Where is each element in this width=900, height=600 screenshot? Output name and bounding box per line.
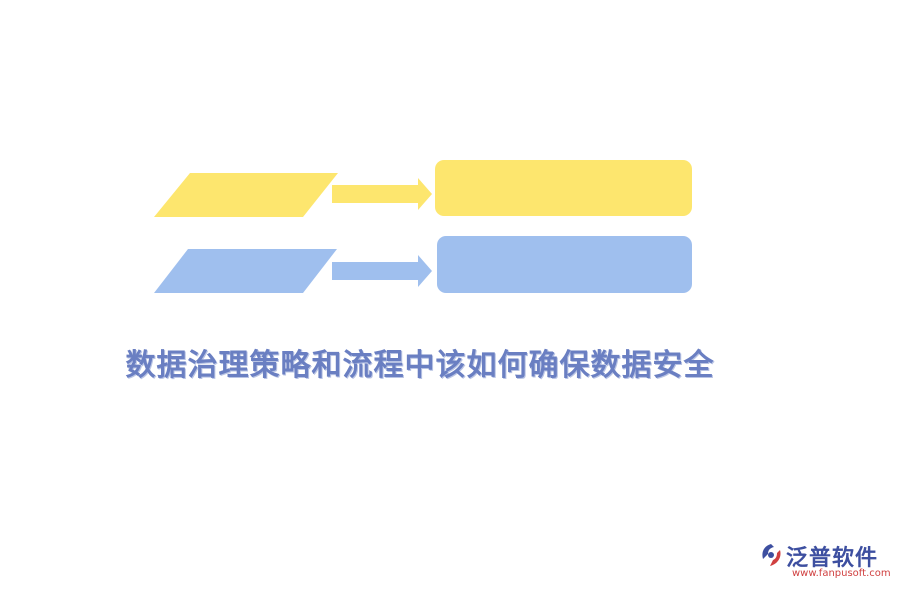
- blue-arrow: [332, 255, 432, 287]
- fanpu-logo-icon: [762, 544, 781, 566]
- logo: 泛普软件 www.fanpusoft.com: [758, 540, 891, 584]
- blue-box: [437, 236, 692, 293]
- blue-parallelogram: [154, 249, 337, 293]
- logo-url: www.fanpusoft.com: [792, 568, 891, 579]
- yellow-arrow: [332, 178, 432, 210]
- yellow-box: [435, 160, 692, 216]
- logo-name: 泛普软件: [786, 546, 879, 571]
- yellow-parallelogram: [154, 173, 338, 217]
- page-title: 数据治理策略和流程中该如何确保数据安全: [125, 348, 715, 383]
